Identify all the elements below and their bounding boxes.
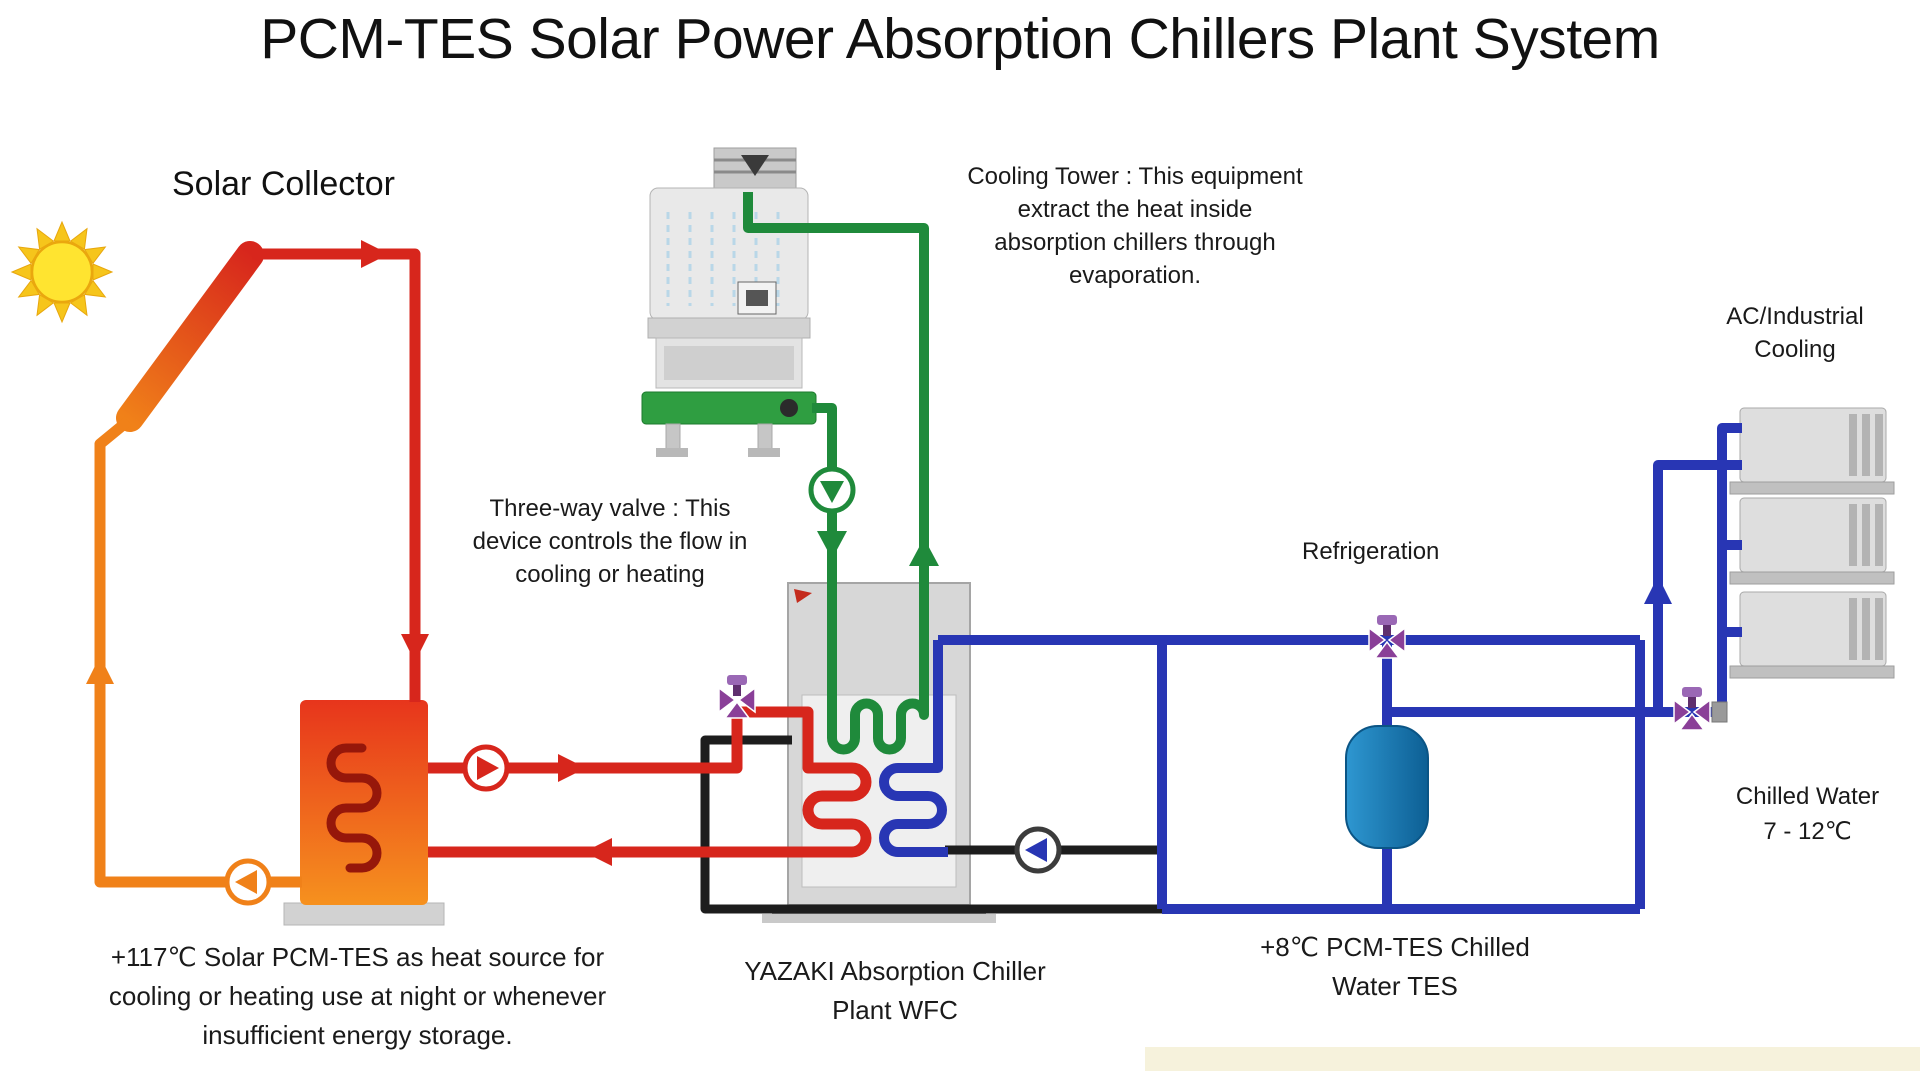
tower-upper-body [649,187,809,321]
solar-return-pipe [94,416,302,888]
sun-icon [10,220,114,324]
tower-motor-icon [780,399,798,417]
three-way-valve-icon [1368,615,1406,659]
chilled-water-label: Chilled Water 7 - 12℃ [1700,780,1915,850]
hot-water-pump-icon [462,744,510,792]
valve-fitting [1711,701,1728,723]
ac-unit [1729,591,1895,679]
watermark-strip [1145,1047,1920,1071]
arrow-left-icon [584,838,612,866]
arrow-up-icon [909,538,939,566]
cooling-water-pipe [743,192,929,755]
three-way-valve-icon [718,675,756,719]
chilled-water-tes-tank [1345,725,1429,849]
solar-tes-caption: +117℃ Solar PCM-TES as heat source for c… [108,942,607,1050]
warm-flow-arrows [86,656,114,684]
ac-unit [1729,497,1895,585]
arrow-down-icon [817,531,847,559]
chilled-flow-arrows [1644,576,1672,604]
tank-base [283,902,445,926]
solar-collector-label: Solar Collector [172,165,395,203]
ac-riser-b [1717,423,1742,712]
solar-collector-panel [116,241,264,432]
three-way-valve-note: Three-way valve : This device controls t… [472,495,748,589]
arrow-up-icon [1644,576,1672,604]
chilled-water-range: 7 - 12℃ [1763,817,1852,845]
solar-loop-pump-icon [224,858,272,906]
hot-supply-pipe [252,248,421,702]
absorption-chiller [762,582,996,923]
hot-water-pipes [252,248,872,858]
ac-cooling-label: AC/Industrial Cooling [1726,303,1864,364]
chilled-tes-caption: +8℃ PCM-TES Chilled Water TES [1260,932,1530,1001]
evaporator-coil [879,640,948,857]
hot-flow-arrows [361,240,612,866]
fan-cone-icon [741,155,769,176]
cooling-tower-pump-icon [808,466,856,514]
chiller-caption: YAZAKI Absorption Chiller Plant WFC [744,956,1046,1025]
cooling-flow-arrows [817,531,939,566]
refrigeration-label: Refrigeration [1302,538,1440,565]
ac-riser-a [1653,460,1742,712]
arrow-up-icon [86,656,114,684]
chilled-water-pump-icon [1014,826,1062,874]
cooling-tower-note: Cooling Tower : This equipment extract t… [967,163,1303,290]
chilled-water-pipes [879,423,1742,914]
hot-tank-coil [326,743,382,873]
condenser-water-pipe [700,735,1167,914]
three-way-valve-icon [1673,687,1711,731]
tank-body [300,700,428,905]
arrow-down-icon [401,634,429,662]
solar-pcm-tes-tank [283,700,445,926]
cooling-tower [641,147,817,457]
arrow-right-icon [361,240,389,268]
page-title: PCM-TES Solar Power Absorption Chillers … [260,7,1660,71]
hot-loop-pipe-and-generator-coil [428,706,872,858]
chilled-water-title: Chilled Water [1735,783,1880,810]
ac-unit [1729,407,1895,495]
arrow-right-icon [558,754,586,782]
chiller-marker [794,589,812,603]
